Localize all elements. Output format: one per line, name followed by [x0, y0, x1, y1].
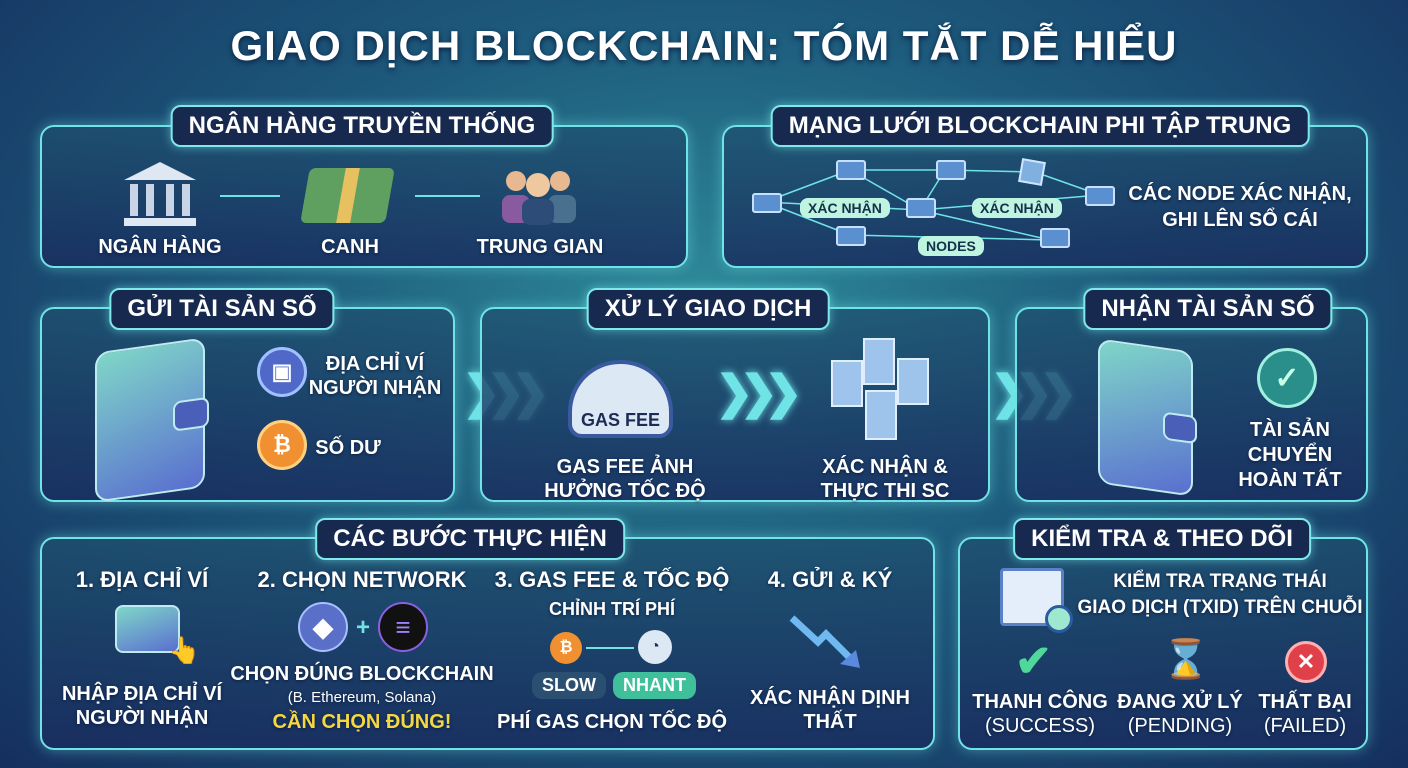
- balance-label: SỐ DƯ: [315, 437, 381, 459]
- step-1-desc-1: NHẬP ĐỊA CHỈ VÍ: [61, 683, 223, 705]
- wallet-icon: [95, 337, 209, 503]
- gas-desc-2: HƯỞNG TỐC ĐỘ: [544, 480, 706, 502]
- step-4-title: 4. GỬI & KÝ: [767, 567, 893, 592]
- step-2-note: (B. Ethereum, Solana): [287, 689, 437, 706]
- step-1-desc-2: NGƯỜI NHẬN: [75, 707, 209, 729]
- track-header: KIỂM TRA & THEO DÕI: [1013, 518, 1311, 560]
- step-3-title: 3. GAS FEE & TỐC ĐỘ: [494, 567, 730, 592]
- solana-icon: ≡: [378, 602, 428, 652]
- process-header: XỬ LÝ GIAO DỊCH: [586, 288, 830, 330]
- receive-wallet-icon: [1098, 338, 1197, 497]
- track-desc-1: KIỂM TRA TRẠNG THÁI: [1113, 571, 1327, 592]
- check-circle-icon: ✓: [1257, 348, 1317, 408]
- send-header: GỬI TÀI SẢN SỐ: [109, 288, 335, 330]
- ethereum-icon: ◆: [298, 602, 348, 652]
- page-title: GIAO DỊCH BLOCKCHAIN: TÓM TẮT DỄ HIỂU: [230, 22, 1178, 69]
- status-pending-sub: (PENDING): [1127, 715, 1233, 737]
- cash-icon: [300, 168, 395, 223]
- slow-option[interactable]: SLOW: [532, 672, 606, 699]
- fast-option[interactable]: NHANT: [613, 672, 696, 699]
- network-header: MẠNG LƯỚI BLOCKCHAIN PHI TẬP TRUNG: [770, 105, 1310, 147]
- network-desc-1: CÁC NODE XÁC NHẬN,: [1128, 183, 1352, 205]
- confirm-desc-2: THỰC THI SC: [820, 480, 950, 502]
- status-success: THANH CÔNG: [972, 691, 1108, 713]
- status-failed: THẤT BẠI: [1258, 691, 1352, 713]
- gas-desc-1: GAS FEE ẢNH: [556, 456, 694, 478]
- coin-icon: ₿: [550, 632, 582, 664]
- explorer-icon: [1000, 568, 1073, 633]
- hand-pointer-icon: 👆: [168, 635, 201, 665]
- steps-panel: [40, 537, 935, 750]
- plus-icon: +: [356, 614, 371, 641]
- step-3-sub: CHỈNH TRÍ PHÍ: [549, 599, 675, 619]
- done-1: TÀI SẢN: [1250, 419, 1330, 441]
- recipient-address-2: NGƯỜI NHẬN: [308, 377, 442, 399]
- block-icon: [1018, 158, 1046, 186]
- recipient-address-1: ĐỊA CHỈ VÍ: [325, 353, 425, 375]
- steps-header: CÁC BƯỚC THỰC HIỆN: [315, 518, 625, 560]
- step-1-title: 1. ĐỊA CHỈ VÍ: [75, 567, 209, 592]
- step-2-title: 2. CHỌN NETWORK: [257, 567, 467, 592]
- people-icon: [498, 165, 580, 225]
- bank-icon: [120, 160, 200, 230]
- step-4-desc-1: XÁC NHẬN DỊNH: [750, 687, 910, 709]
- qr-address-icon: ▣: [257, 347, 307, 397]
- network-desc-2: GHI LÊN SỔ CÁI: [1162, 209, 1318, 231]
- success-check-icon: ✔: [1015, 637, 1052, 686]
- step-4-desc-2: THẤT: [803, 711, 857, 733]
- wallet-tap-icon: [115, 605, 180, 653]
- confirm-tag-1: XÁC NHẬN: [800, 198, 890, 218]
- hourglass-icon: ⌛: [1162, 639, 1210, 681]
- status-pending: ĐANG XỬ LÝ: [1117, 691, 1243, 713]
- step-2-desc: CHỌN ĐÚNG BLOCKCHAIN: [230, 663, 494, 685]
- speed-gauge-icon: ◔: [638, 630, 672, 664]
- track-desc-2: GIAO DỊCH (TXID) TRÊN CHUỖI: [1077, 597, 1363, 618]
- cash-label: CANH: [321, 236, 379, 258]
- done-3: HOÀN TẤT: [1238, 469, 1342, 491]
- status-failed-sub: (FAILED): [1263, 715, 1347, 737]
- gas-fee-gauge-icon: GAS FEE: [568, 360, 673, 438]
- status-success-sub: (SUCCESS): [984, 715, 1096, 737]
- receive-header: NHẬN TÀI SẢN SỐ: [1083, 288, 1333, 330]
- failed-x-icon: ✕: [1285, 641, 1327, 683]
- nodes-tag: NODES: [918, 236, 984, 256]
- sign-arrow-icon: [789, 615, 860, 668]
- confirm-tag-2: XÁC NHẬN: [972, 198, 1062, 218]
- intermediary-label: TRUNG GIAN: [476, 236, 604, 258]
- server-icon: [828, 335, 938, 445]
- traditional-bank-header: NGÂN HÀNG TRUYỀN THỐNG: [170, 105, 554, 147]
- done-2: CHUYỂN: [1247, 444, 1333, 466]
- step-2-warning: CẦN CHỌN ĐÚNG!: [272, 711, 452, 733]
- bitcoin-icon: ₿: [257, 420, 307, 470]
- step-3-desc: PHÍ GAS CHỌN TỐC ĐỘ: [496, 711, 728, 733]
- flow-arrow-2: ❯❯❯: [715, 366, 803, 418]
- confirm-desc-1: XÁC NHẬN &: [822, 456, 948, 478]
- bank-label: NGÂN HÀNG: [98, 236, 222, 258]
